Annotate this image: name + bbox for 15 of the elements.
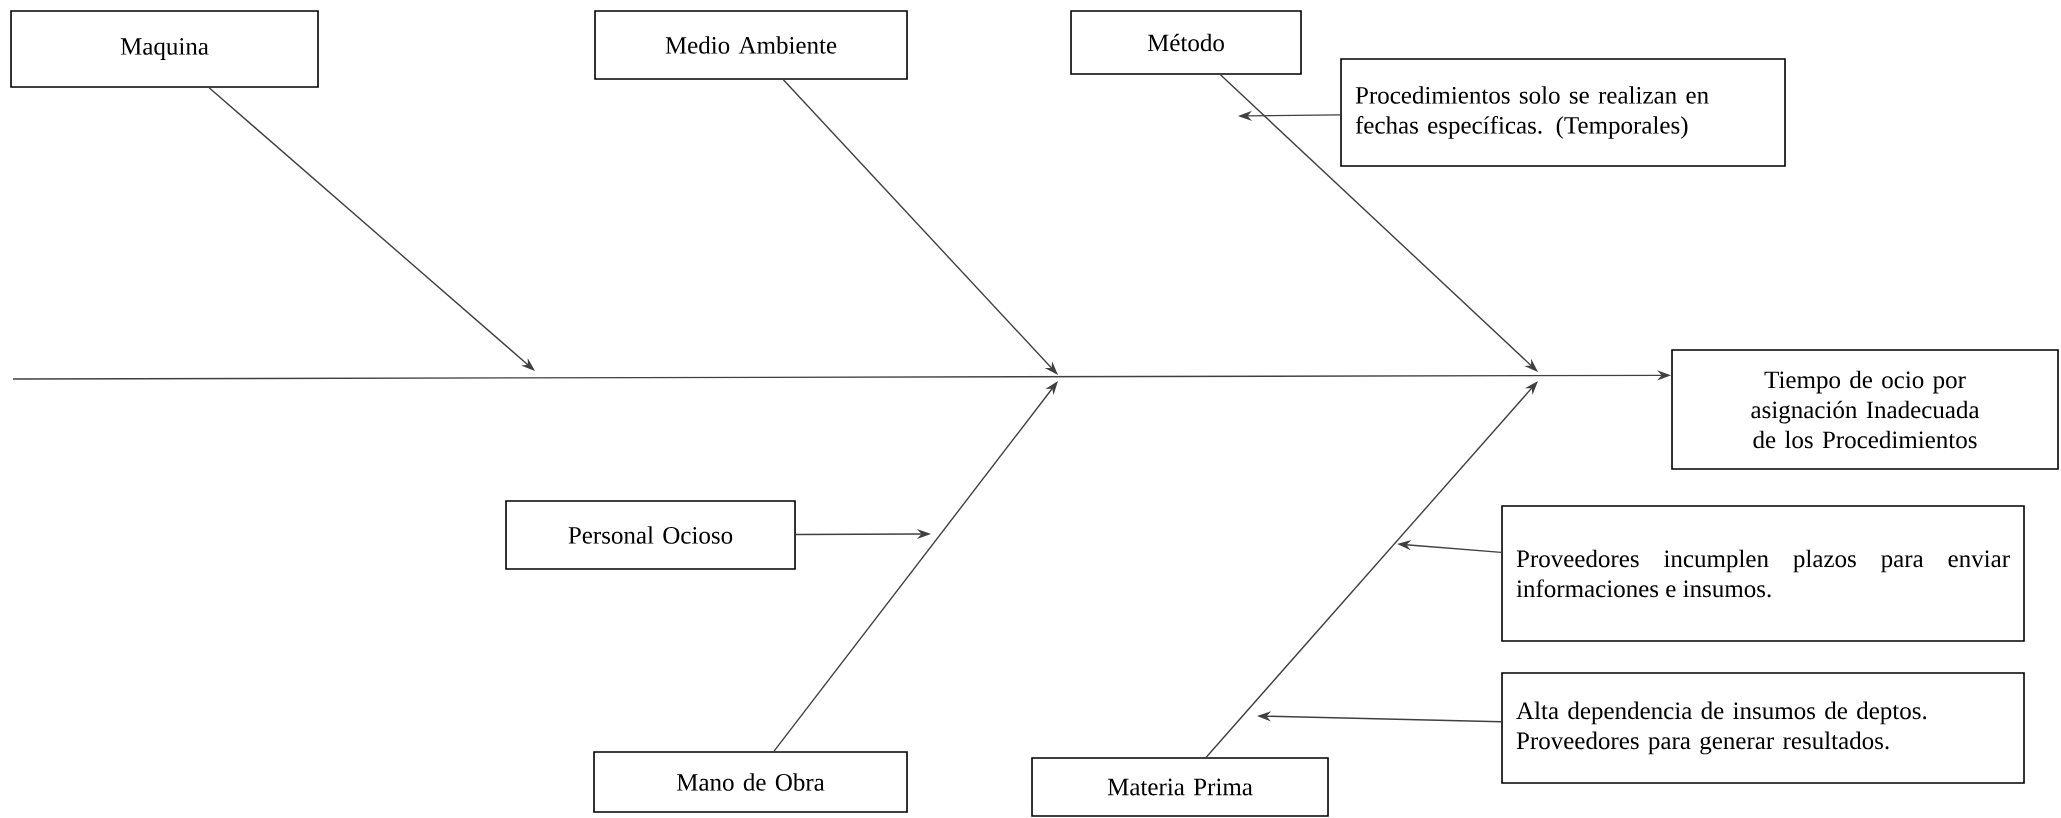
- category-box: Mano de Obra: [593, 751, 908, 813]
- note-box: Proveedores incumplen plazos para enviar informaciones e insumos.: [1501, 505, 2025, 642]
- category-box: Método: [1070, 10, 1302, 75]
- category-box: Materia Prima: [1031, 757, 1329, 817]
- category-box: Maquina: [10, 10, 319, 88]
- effect-box: Tiempo de ocio por asignación Inadecuada de los Procedimientos: [1671, 349, 2059, 470]
- arrow: [782, 79, 1058, 375]
- arrow: [773, 381, 1058, 752]
- category-box: Medio Ambiente: [594, 10, 908, 80]
- arrow: [1205, 381, 1538, 758]
- arrow: [208, 87, 535, 371]
- arrow: [1219, 74, 1538, 372]
- category-box: Personal Ocioso: [505, 500, 796, 570]
- note-box: Alta dependencia de insumos de deptos. Proveedores para generar resultados.: [1501, 672, 2025, 784]
- note-box: Procedimientos solo se realizan en fechas específicas. (Temporales): [1340, 58, 1786, 167]
